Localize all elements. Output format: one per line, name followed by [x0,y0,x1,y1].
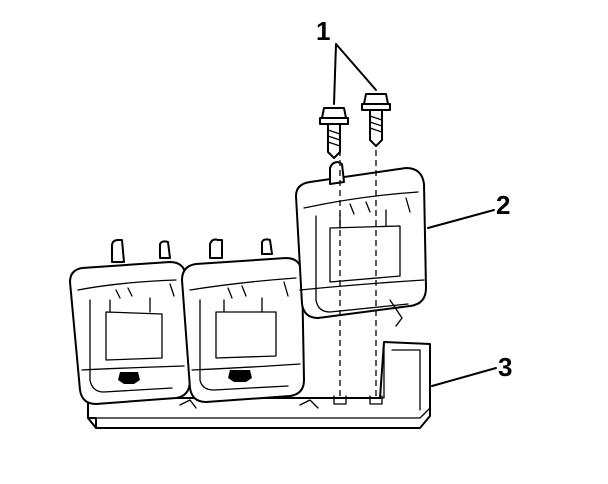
bolt-left [319,107,349,159]
callout-bolt: 1 [316,16,331,46]
callout-bracket: 3 [498,352,513,382]
bolt-right [361,93,391,147]
ignition-coil-left [69,239,191,405]
callout-ignition-coil: 2 [496,190,511,220]
ignition-coil-middle [181,238,305,403]
mounting-bracket [87,341,431,429]
leader-lines [333,43,497,387]
alignment-lines [333,140,383,405]
ignition-coil-right [295,161,427,327]
